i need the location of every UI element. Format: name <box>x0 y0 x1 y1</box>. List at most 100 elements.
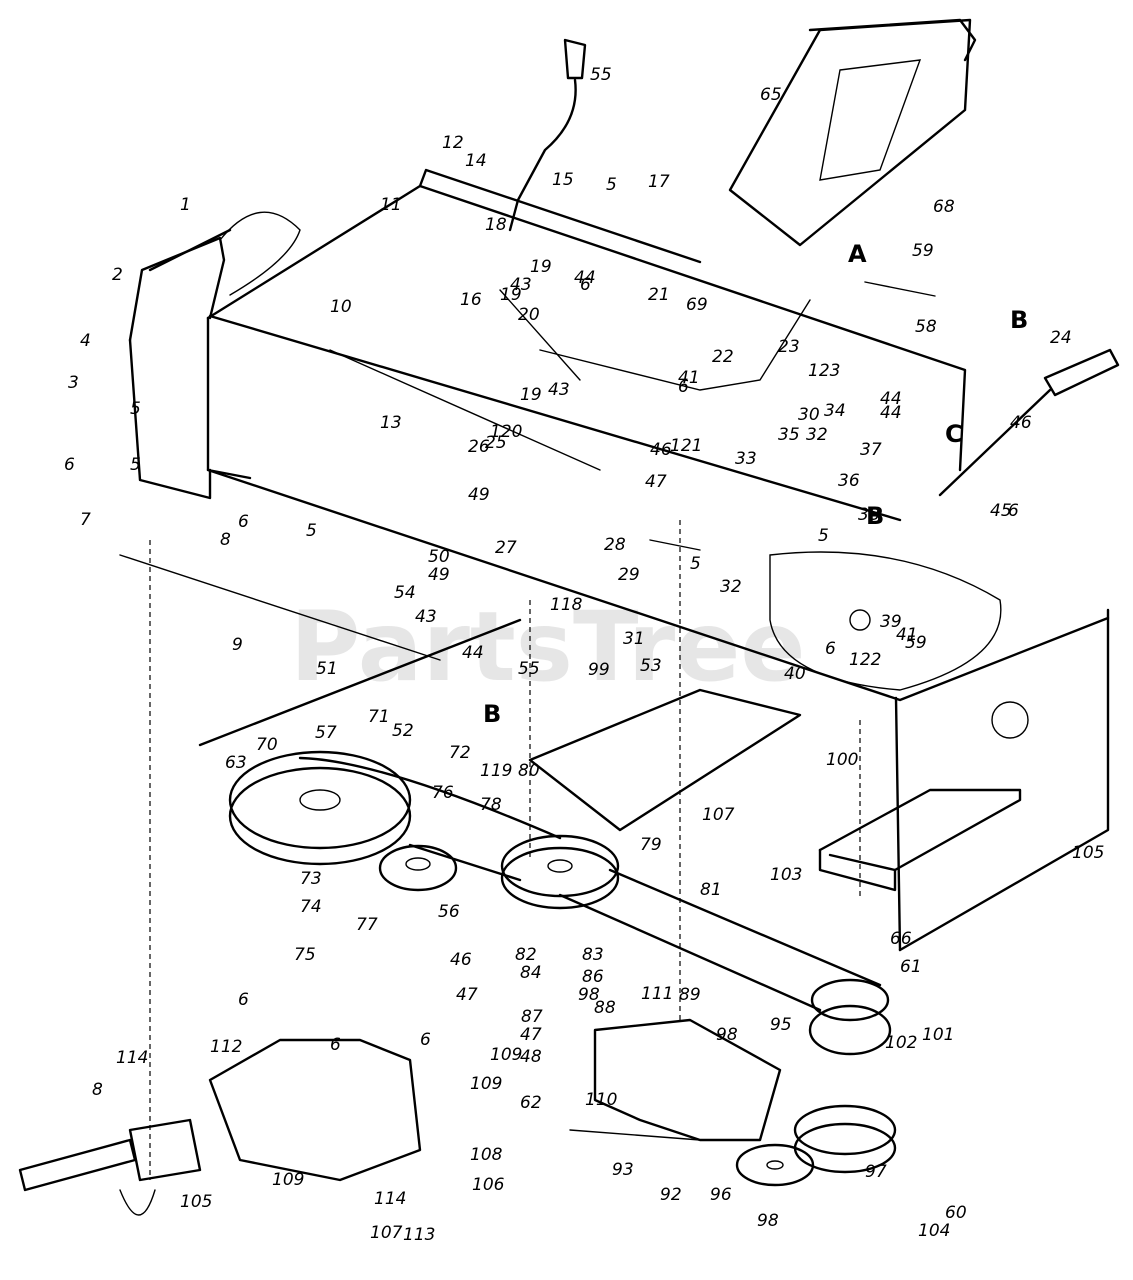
reference-letter: C <box>945 420 963 448</box>
part-callout: 6 <box>330 1035 341 1055</box>
part-callout: 21 <box>648 285 670 305</box>
part-callout: 4 <box>80 331 91 351</box>
part-callout: 44 <box>462 643 484 663</box>
part-callout: 47 <box>520 1025 542 1045</box>
alignment-lines <box>149 520 861 1180</box>
part-callout: 5 <box>130 455 141 475</box>
part-callout: 120 <box>490 422 522 442</box>
part-callout: 2 <box>112 265 123 285</box>
part-callout: 52 <box>392 721 414 741</box>
bracket-103 <box>818 788 1022 892</box>
pulley-60 <box>808 978 892 1056</box>
part-callout: 51 <box>316 659 338 679</box>
part-callout: 103 <box>770 865 802 885</box>
part-callout: 6 <box>64 455 75 475</box>
part-callout: 97 <box>865 1162 887 1182</box>
part-callout: 39 <box>880 612 902 632</box>
transaxle <box>18 1038 422 1216</box>
part-callout: 109 <box>470 1074 502 1094</box>
part-callout: 70 <box>256 735 278 755</box>
part-callout: 11 <box>380 195 402 215</box>
part-callout: 50 <box>428 547 450 567</box>
part-callout: 105 <box>1072 843 1104 863</box>
part-callout: 77 <box>356 915 378 935</box>
plate-106 <box>528 688 802 832</box>
part-callout: 68 <box>933 197 955 217</box>
part-callout: 12 <box>442 133 464 153</box>
part-callout: 44 <box>880 403 902 423</box>
part-callout: 16 <box>460 290 482 310</box>
part-callout: 29 <box>618 565 640 585</box>
part-callout: 119 <box>480 761 512 781</box>
part-callout: 78 <box>480 795 502 815</box>
part-callout: 43 <box>548 380 570 400</box>
part-callout: 82 <box>515 945 537 965</box>
part-callout: 26 <box>468 437 490 457</box>
part-callout: 20 <box>518 305 540 325</box>
part-callout: 18 <box>485 215 507 235</box>
watermark: PartsTree <box>290 591 805 703</box>
part-callout: 49 <box>468 485 490 505</box>
part-callout: 48 <box>520 1047 542 1067</box>
part-callout: 72 <box>449 743 471 763</box>
part-callout: 80 <box>518 761 540 781</box>
part-callout: 19 <box>520 385 542 405</box>
bracket-96 <box>593 1018 782 1142</box>
part-callout: 113 <box>403 1225 435 1245</box>
part-callout: 96 <box>710 1185 732 1205</box>
part-callout: 8 <box>92 1080 103 1100</box>
part-callout: 36 <box>838 471 860 491</box>
part-callout: 6 <box>420 1030 431 1050</box>
part-callout: 102 <box>885 1033 917 1053</box>
part-callout: 81 <box>700 880 722 900</box>
part-callout: 6 <box>678 377 689 397</box>
part-callout: 25 <box>485 433 507 453</box>
part-callout: 32 <box>806 425 828 445</box>
part-callout: 17 <box>648 172 670 192</box>
part-callout: 6 <box>238 990 249 1010</box>
part-callout: 43 <box>510 275 532 295</box>
part-callout: 27 <box>495 538 517 558</box>
left-side-plate <box>128 211 301 500</box>
part-callout: 1 <box>180 195 191 215</box>
part-callout: 32 <box>720 577 742 597</box>
part-callout: 47 <box>645 472 667 492</box>
part-callout: 88 <box>594 998 616 1018</box>
part-callout: 23 <box>778 337 800 357</box>
part-callout: 58 <box>915 317 937 337</box>
reference-letter: A <box>848 240 867 268</box>
pulley-large <box>228 750 412 866</box>
part-callout: 75 <box>294 945 316 965</box>
part-callout: 111 <box>641 984 673 1004</box>
pulley-idler-75 <box>378 844 458 892</box>
part-callout: 24 <box>1050 328 1072 348</box>
part-callout: 123 <box>808 361 840 381</box>
reference-letter: B <box>866 502 884 530</box>
part-callout: 46 <box>450 950 472 970</box>
part-callout: 6 <box>1008 501 1019 521</box>
part-callout: 47 <box>456 985 478 1005</box>
part-callout: 15 <box>552 170 574 190</box>
part-callout: 79 <box>640 835 662 855</box>
part-callout: 5 <box>606 175 617 195</box>
part-callout: 41 <box>896 625 918 645</box>
part-callout: 31 <box>623 629 645 649</box>
part-callout: 83 <box>582 945 604 965</box>
part-callout: 44 <box>574 268 596 288</box>
part-callout: 73 <box>300 869 322 889</box>
part-callout: 108 <box>470 1145 503 1165</box>
part-callout: 86 <box>582 967 604 987</box>
part-callout: 7 <box>80 510 91 530</box>
part-callout: 55 <box>590 65 612 85</box>
part-callout: 107 <box>702 805 735 825</box>
part-callout: 71 <box>368 707 390 727</box>
part-callout: 69 <box>686 295 708 315</box>
part-callout: 34 <box>824 401 846 421</box>
part-callout: 6 <box>825 639 836 659</box>
part-callout: 61 <box>900 957 922 977</box>
part-callout: 99 <box>588 660 610 680</box>
part-callout: 59 <box>905 633 927 653</box>
pulley-78 <box>500 834 620 910</box>
part-callout: 121 <box>670 436 702 456</box>
